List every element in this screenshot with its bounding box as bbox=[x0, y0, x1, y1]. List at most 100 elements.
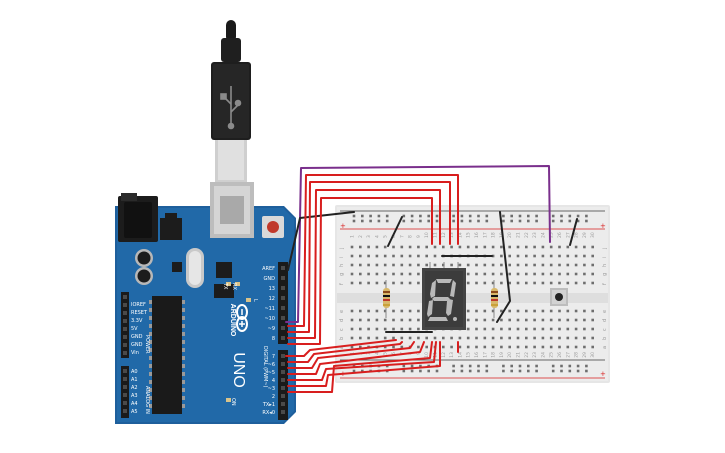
breadboard-hole[interactable] bbox=[574, 318, 578, 322]
breadboard-hole[interactable] bbox=[549, 263, 553, 267]
breadboard-hole[interactable] bbox=[475, 281, 478, 285]
rail-hole[interactable] bbox=[485, 214, 489, 218]
breadboard-hole[interactable] bbox=[408, 245, 412, 249]
breadboard-hole[interactable] bbox=[392, 272, 395, 276]
breadboard-hole[interactable] bbox=[566, 309, 570, 313]
breadboard-hole[interactable] bbox=[442, 245, 445, 249]
breadboard-hole[interactable] bbox=[383, 327, 387, 331]
breadboard-hole[interactable] bbox=[359, 309, 362, 313]
rail-hole[interactable] bbox=[452, 214, 455, 218]
breadboard-hole[interactable] bbox=[491, 245, 495, 249]
header-socket[interactable] bbox=[281, 410, 285, 414]
breadboard-hole[interactable] bbox=[591, 336, 594, 340]
breadboard-hole[interactable] bbox=[583, 318, 586, 322]
breadboard-hole[interactable] bbox=[475, 245, 478, 249]
breadboard-hole[interactable] bbox=[483, 263, 487, 267]
breadboard-hole[interactable] bbox=[375, 263, 379, 267]
breadboard-hole[interactable] bbox=[400, 254, 404, 258]
breadboard-hole[interactable] bbox=[574, 345, 578, 349]
rail-hole[interactable] bbox=[560, 219, 563, 223]
breadboard-hole[interactable] bbox=[417, 281, 420, 285]
breadboard-hole[interactable] bbox=[583, 345, 586, 349]
breadboard-hole[interactable] bbox=[466, 336, 470, 340]
breadboard-hole[interactable] bbox=[383, 254, 387, 258]
breadboard-hole[interactable] bbox=[475, 336, 478, 340]
breadboard-hole[interactable] bbox=[359, 336, 362, 340]
breadboard-hole[interactable] bbox=[516, 327, 520, 331]
breadboard-hole[interactable] bbox=[525, 345, 528, 349]
rail-hole[interactable] bbox=[518, 364, 522, 368]
rail-hole[interactable] bbox=[585, 369, 588, 373]
breadboard-hole[interactable] bbox=[392, 254, 395, 258]
rail-hole[interactable] bbox=[435, 369, 439, 373]
breadboard-hole[interactable] bbox=[483, 327, 487, 331]
breadboard-hole[interactable] bbox=[392, 318, 395, 322]
breadboard-hole[interactable] bbox=[442, 336, 445, 340]
breadboard-hole[interactable] bbox=[525, 309, 528, 313]
rail-hole[interactable] bbox=[502, 219, 505, 223]
pushbutton[interactable] bbox=[550, 288, 568, 306]
breadboard-hole[interactable] bbox=[566, 336, 570, 340]
rail-hole[interactable] bbox=[361, 219, 364, 223]
breadboard-hole[interactable] bbox=[516, 245, 520, 249]
rail-hole[interactable] bbox=[460, 214, 464, 218]
breadboard-hole[interactable] bbox=[525, 245, 528, 249]
breadboard-hole[interactable] bbox=[574, 309, 578, 313]
breadboard-hole[interactable] bbox=[450, 263, 453, 267]
breadboard-hole[interactable] bbox=[591, 263, 594, 267]
breadboard-hole[interactable] bbox=[475, 272, 478, 276]
breadboard-hole[interactable] bbox=[433, 245, 437, 249]
breadboard-hole[interactable] bbox=[425, 345, 428, 349]
breadboard-hole[interactable] bbox=[549, 254, 553, 258]
breadboard-hole[interactable] bbox=[483, 336, 487, 340]
breadboard-hole[interactable] bbox=[500, 318, 503, 322]
breadboard-hole[interactable] bbox=[466, 263, 470, 267]
header-socket[interactable] bbox=[281, 326, 285, 330]
breadboard-hole[interactable] bbox=[433, 254, 437, 258]
rail-hole[interactable] bbox=[518, 369, 522, 373]
breadboard-hole[interactable] bbox=[367, 281, 370, 285]
rail-hole[interactable] bbox=[585, 364, 588, 368]
breadboard-hole[interactable] bbox=[475, 318, 478, 322]
header-socket[interactable] bbox=[281, 362, 285, 366]
breadboard-hole[interactable] bbox=[558, 345, 561, 349]
breadboard-hole[interactable] bbox=[500, 327, 503, 331]
breadboard-hole[interactable] bbox=[558, 327, 561, 331]
rail-hole[interactable] bbox=[527, 369, 530, 373]
rail-hole[interactable] bbox=[485, 219, 489, 223]
breadboard-hole[interactable] bbox=[566, 272, 570, 276]
header-socket[interactable] bbox=[123, 311, 127, 315]
breadboard-hole[interactable] bbox=[508, 327, 511, 331]
breadboard-hole[interactable] bbox=[383, 309, 387, 313]
breadboard-hole[interactable] bbox=[350, 263, 354, 267]
rail-hole[interactable] bbox=[585, 219, 588, 223]
breadboard-hole[interactable] bbox=[508, 281, 511, 285]
breadboard-hole[interactable] bbox=[483, 309, 487, 313]
breadboard-hole[interactable] bbox=[525, 336, 528, 340]
reset-button[interactable] bbox=[262, 216, 284, 238]
breadboard-hole[interactable] bbox=[566, 318, 570, 322]
rail-hole[interactable] bbox=[568, 364, 572, 368]
rail-hole[interactable] bbox=[551, 214, 555, 218]
breadboard-hole[interactable] bbox=[508, 245, 511, 249]
header-socket[interactable] bbox=[281, 296, 285, 300]
breadboard-hole[interactable] bbox=[500, 345, 503, 349]
header-socket[interactable] bbox=[123, 343, 127, 347]
breadboard-hole[interactable] bbox=[350, 245, 354, 249]
breadboard-hole[interactable] bbox=[533, 345, 536, 349]
breadboard-hole[interactable] bbox=[583, 327, 586, 331]
breadboard-hole[interactable] bbox=[350, 345, 354, 349]
breadboard-hole[interactable] bbox=[483, 272, 487, 276]
breadboard-hole[interactable] bbox=[549, 272, 553, 276]
breadboard-hole[interactable] bbox=[392, 281, 395, 285]
rail-hole[interactable] bbox=[568, 219, 572, 223]
breadboard-hole[interactable] bbox=[541, 263, 545, 267]
header-socket[interactable] bbox=[123, 327, 127, 331]
breadboard-hole[interactable] bbox=[500, 272, 503, 276]
breadboard-hole[interactable] bbox=[400, 336, 404, 340]
breadboard-hole[interactable] bbox=[500, 254, 503, 258]
breadboard-hole[interactable] bbox=[408, 272, 412, 276]
rail-hole[interactable] bbox=[527, 214, 530, 218]
rail-hole[interactable] bbox=[568, 369, 572, 373]
breadboard-hole[interactable] bbox=[549, 345, 553, 349]
